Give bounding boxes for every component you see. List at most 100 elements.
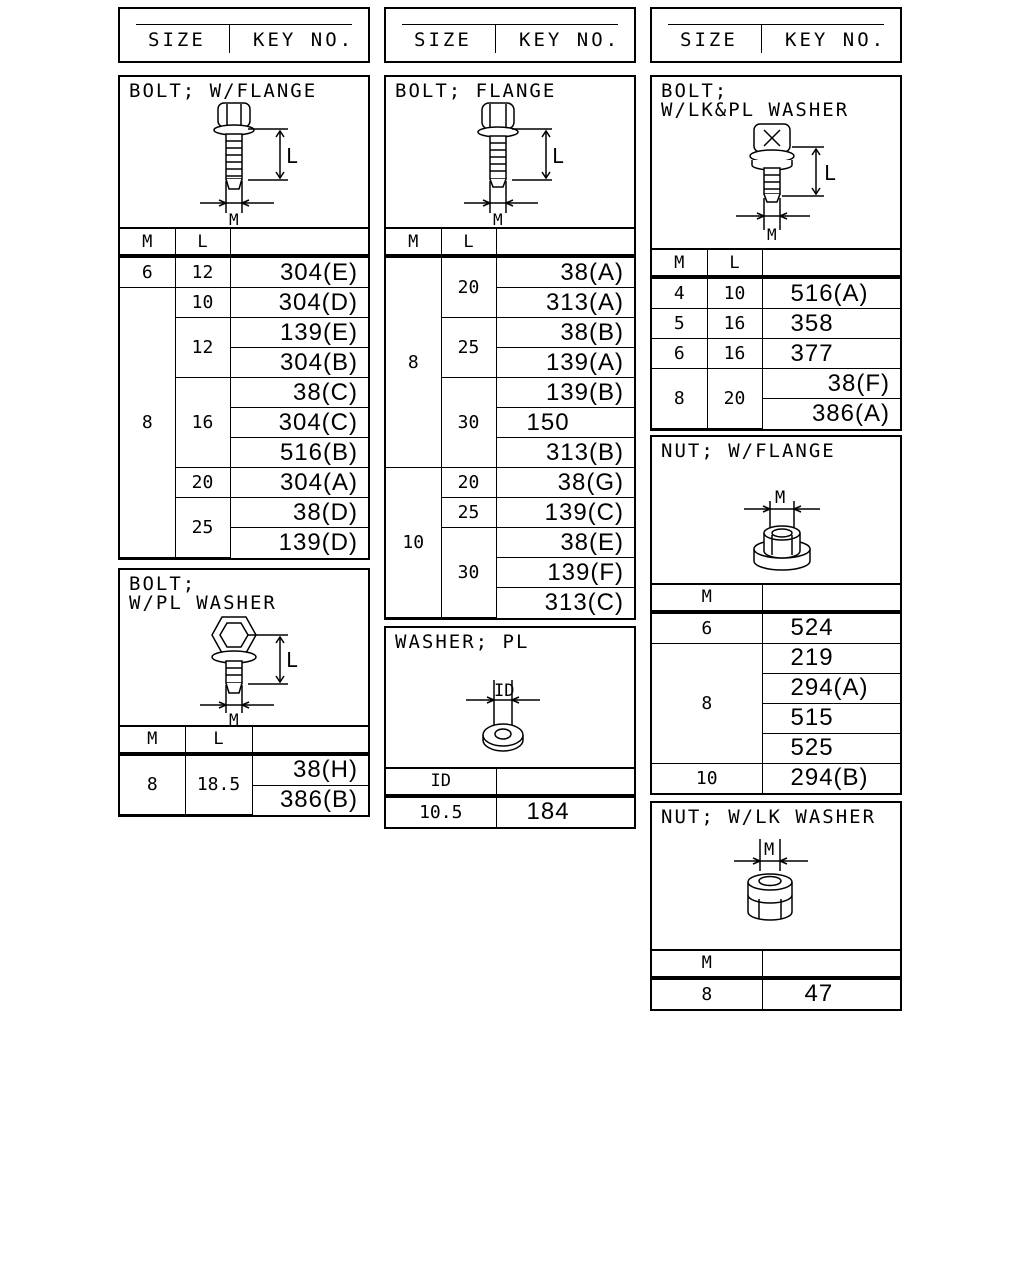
table-row: 8 10 304(D) [120, 287, 368, 558]
key-no: 358 [761, 308, 900, 339]
size-label: SIZE [414, 29, 472, 51]
svg-text:L: L [286, 648, 298, 672]
table-row: 139(D) [120, 527, 368, 557]
svg-text:M: M [775, 488, 785, 508]
key-no: 38(F) [761, 368, 900, 399]
size-key-header: SIZE KEY NO. [384, 7, 636, 63]
key-no: 313(A) [496, 287, 634, 318]
washer-pl-section: WASHER; PL ID ID 10.5 184 [384, 625, 636, 829]
table-row: 16 38(C) [120, 377, 368, 468]
key-no: 38(B) [495, 317, 634, 348]
table-row: 139(F) [386, 557, 634, 588]
key-no: 516(A) [761, 276, 900, 309]
key-no: 38(H) [251, 753, 368, 786]
section-title: WASHER; PL [395, 630, 530, 653]
column-1: SIZE KEY NO. BOLT; W/FLANGE L M [118, 7, 370, 817]
table-row: 10 294(B) [652, 762, 900, 793]
key-no: 313(B) [496, 437, 634, 468]
key-no: 313(C) [496, 587, 634, 617]
flange-bolt-icon: L M [464, 102, 564, 227]
table-row: 8 219 [652, 642, 900, 764]
key-no-label: KEY NO. [253, 29, 355, 51]
key-no: 38(A) [495, 255, 634, 288]
svg-text:M: M [229, 710, 239, 725]
washer-pl-table: ID 10.5 184 [386, 766, 634, 827]
size-label: SIZE [148, 29, 206, 51]
key-no: 304(E) [229, 255, 368, 288]
svg-text:M: M [229, 210, 239, 227]
key-no: 47 [761, 977, 900, 1009]
key-no: 139(C) [495, 497, 634, 528]
table-row: 525 [652, 732, 900, 764]
section-title: NUT; W/LK WASHER [661, 805, 877, 828]
svg-text:L: L [824, 161, 836, 185]
key-no: 515 [762, 702, 900, 734]
table-row: 6 524 [652, 611, 900, 644]
key-no: 150 [496, 407, 634, 438]
column-2: SIZE KEY NO. BOLT; FLANGE L M [384, 7, 636, 829]
table-row: 12 139(E) [120, 317, 368, 378]
key-no: 516(B) [230, 437, 368, 468]
section-title: BOLT; W/FLANGE [129, 80, 318, 102]
svg-text:M: M [767, 225, 777, 244]
key-no: 139(A) [496, 347, 634, 378]
table-row: 5 16 358 [652, 308, 900, 339]
bolt-w-lk-pl-washer-section: BOLT; W/LK&PL WASHER L M [650, 75, 902, 431]
key-no-label: KEY NO. [785, 29, 887, 51]
table-row: 30 38(E) [386, 527, 634, 618]
svg-text:M: M [493, 210, 503, 227]
table-row: 8 47 [652, 977, 900, 1009]
table-row: 25 38(B) [386, 317, 634, 378]
svg-text:M: M [764, 840, 774, 860]
key-no: 304(A) [229, 467, 368, 498]
nut-w-lk-washer-table: M 8 47 [652, 948, 900, 1009]
key-no: 386(B) [252, 784, 368, 815]
nut-w-flange-section: NUT; W/FLANGE M M 6 524 [650, 434, 902, 795]
key-no: 377 [761, 338, 900, 369]
table-row: 304(B) [120, 347, 368, 378]
table-row: 386(B) [120, 784, 368, 815]
key-no: 304(B) [230, 347, 368, 378]
table-row: 10 20 38(G) [386, 467, 634, 618]
table-row: 8 18.5 38(H) [120, 753, 368, 815]
nut-w-flange-table: M 6 524 8 219 294(A) 515 525 10 294(B) [652, 582, 900, 793]
key-no: 184 [495, 795, 634, 827]
table-row: 139(A) [386, 347, 634, 378]
table-row: 20 304(A) [120, 467, 368, 498]
table-row: 8 20 38(A) [386, 255, 634, 468]
key-no: 139(F) [496, 557, 634, 588]
nut-w-lk-washer-section: NUT; W/LK WASHER M M 8 47 [650, 800, 902, 1011]
table-row: 6 16 377 [652, 338, 900, 369]
key-no: 139(B) [495, 377, 634, 408]
lock-washer-bolt-icon: L M [736, 123, 836, 244]
key-no: 304(D) [229, 287, 368, 318]
table-row: 4 10 516(A) [652, 276, 900, 309]
key-no: 219 [761, 642, 900, 674]
flange-bolt-icon: L M [200, 102, 298, 227]
table-row: 25 139(C) [386, 497, 634, 528]
table-row: 304(C) [120, 407, 368, 438]
key-no: 38(C) [229, 377, 368, 408]
table-row: 516(B) [120, 437, 368, 468]
table-row: 10.5 184 [386, 795, 634, 827]
table-row: 313(B) [386, 437, 634, 468]
table-row: 8 20 38(F) [652, 368, 900, 429]
key-no: 525 [762, 732, 900, 764]
key-no: 139(E) [229, 317, 368, 348]
table-row: 313(C) [386, 587, 634, 617]
size-label: SIZE [680, 29, 738, 51]
key-no: 294(B) [761, 762, 900, 793]
section-title: BOLT; W/PL WASHER [129, 572, 277, 614]
section-title: BOLT; FLANGE [395, 80, 557, 102]
table-row: 515 [652, 702, 900, 734]
key-no: 386(A) [762, 398, 900, 428]
key-no: 38(D) [229, 497, 368, 528]
lock-washer-nut-icon: M [734, 838, 808, 921]
key-no: 524 [761, 611, 900, 644]
